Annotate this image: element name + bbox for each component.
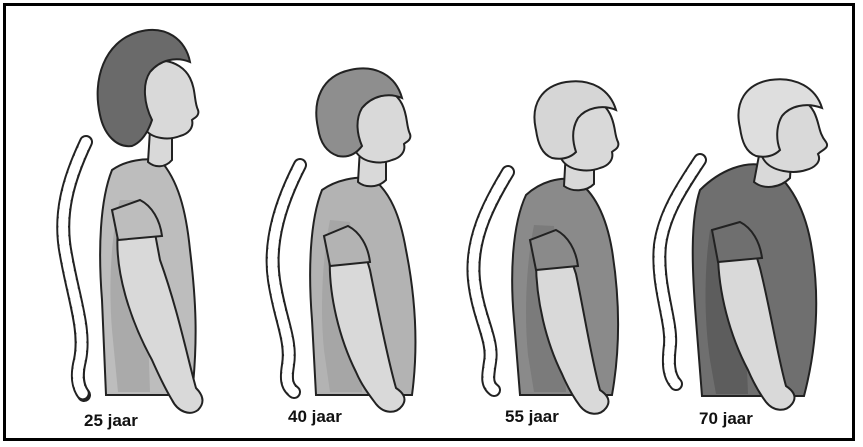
figure-55: [473, 81, 618, 414]
age-label-25: 25 jaar: [84, 412, 138, 429]
age-label-40: 40 jaar: [288, 408, 342, 425]
age-label-70: 70 jaar: [699, 410, 753, 427]
figure-25: [63, 30, 202, 413]
figure-40: [273, 68, 416, 411]
age-label-55: 55 jaar: [505, 408, 559, 425]
figure-70: [659, 79, 827, 410]
